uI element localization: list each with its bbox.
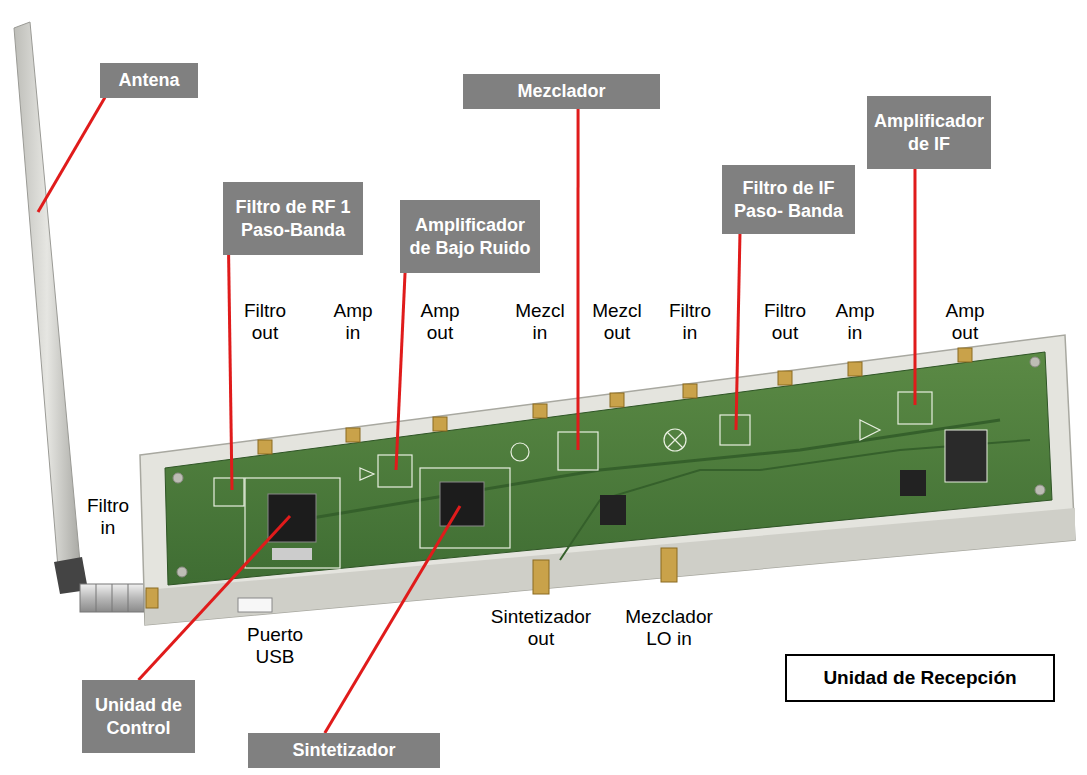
callout-text: Filtro de RF 1 Paso-Banda	[229, 196, 357, 241]
leader-line	[325, 506, 460, 733]
callout-box: Sintetizador	[248, 733, 440, 768]
callout-text: Antena	[106, 69, 192, 92]
port-label: Filtro in	[81, 495, 135, 539]
callout-text: Mezclador	[469, 80, 654, 103]
callout-box: Antena	[100, 63, 198, 98]
leader-line	[229, 255, 232, 490]
mixer-symbol	[664, 429, 686, 451]
nut-edge	[128, 584, 129, 612]
pcb-board	[165, 352, 1052, 585]
port-label: Amp out	[939, 300, 991, 344]
port-label: Amp in	[829, 300, 881, 344]
port-label: Filtro out	[234, 300, 296, 344]
mixer-symbol	[667, 432, 683, 448]
callout-box: Amplificador de IF	[867, 96, 991, 169]
port-label: Mezcl out	[589, 300, 645, 344]
oscillator-symbol	[511, 443, 529, 461]
port-label: Filtro in	[662, 300, 718, 344]
port-label: Amp in	[327, 300, 379, 344]
control-area	[245, 478, 340, 568]
port-label: Sintetizador out	[485, 606, 597, 650]
callout-text: Amplificador de Bajo Ruido	[406, 214, 534, 259]
microcontroller-chip	[268, 494, 316, 542]
callout-text: Amplificador de IF	[873, 110, 985, 155]
pin-header	[600, 495, 626, 525]
pcb-trace	[300, 420, 1000, 520]
sma-connectors	[146, 348, 972, 608]
antenna-rod	[14, 22, 80, 568]
antenna-connector	[80, 584, 144, 612]
port-label: Mezclador LO in	[614, 606, 724, 650]
leader-line	[913, 169, 916, 405]
synth-out-connector	[533, 560, 549, 594]
synth-area	[420, 468, 510, 548]
nut-edge	[96, 584, 97, 612]
port-label: Filtro out	[757, 300, 813, 344]
port-label: Puerto USB	[240, 624, 310, 668]
callout-text: Filtro de IF Paso- Banda	[728, 177, 849, 222]
callout-text: Unidad de Control	[88, 694, 189, 739]
leader-line	[577, 109, 580, 451]
housing	[140, 335, 1075, 625]
title-box: Unidad de Recepción	[785, 654, 1055, 702]
leader-line	[396, 273, 405, 470]
callout-box: Filtro de IF Paso- Banda	[722, 165, 855, 234]
callout-box: Amplificador de Bajo Ruido	[400, 200, 540, 273]
if-amp-chip	[945, 430, 987, 482]
rf-filter-module	[214, 478, 244, 506]
synthesizer-chip	[440, 482, 484, 526]
amplifier-symbol	[360, 468, 374, 480]
usb-port	[238, 598, 272, 612]
leader-line	[736, 234, 740, 430]
leader-line	[38, 98, 105, 213]
crystal	[272, 548, 312, 560]
port-label: Amp out	[414, 300, 466, 344]
callout-box: Filtro de RF 1 Paso-Banda	[223, 182, 363, 255]
callout-text: Unidad de Recepción	[793, 666, 1047, 690]
callout-box: Unidad de Control	[82, 680, 195, 753]
callout-text: Sintetizador	[254, 739, 434, 762]
pin-header	[900, 470, 926, 496]
port-label: Mezcl in	[512, 300, 568, 344]
amplifier-symbol	[860, 420, 880, 440]
callout-box: Mezclador	[463, 74, 660, 109]
nut-edge	[112, 584, 113, 612]
lo-in-connector	[661, 548, 677, 582]
